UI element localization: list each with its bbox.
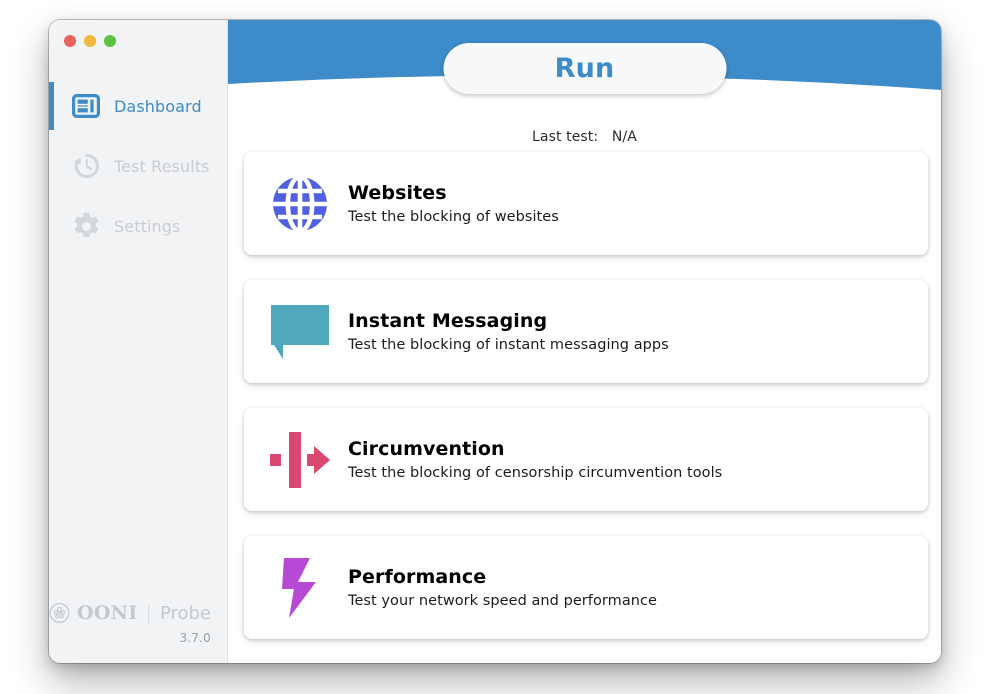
window-controls	[64, 35, 116, 47]
sidebar-nav: Dashboard Test Results	[49, 76, 228, 256]
test-card-instant-messaging[interactable]: Instant Messaging Test the blocking of i…	[244, 280, 928, 383]
sidebar-item-label: Test Results	[114, 156, 210, 176]
last-test-label: Last test:	[532, 129, 599, 145]
sidebar-item-dashboard[interactable]: Dashboard	[49, 76, 228, 136]
main-content: Run Last test: N/A	[228, 20, 941, 663]
card-description: Test the blocking of websites	[348, 209, 559, 225]
minimize-button[interactable]	[84, 35, 96, 47]
run-button-label: Run	[554, 53, 615, 84]
card-text-block: Circumvention Test the blocking of censo…	[336, 438, 722, 481]
circumvention-arrow-icon	[264, 431, 336, 489]
maximize-button[interactable]	[104, 35, 116, 47]
dashboard-icon	[71, 91, 101, 121]
version-label: 3.7.0	[179, 631, 211, 645]
card-text-block: Instant Messaging Test the blocking of i…	[336, 310, 669, 353]
test-card-circumvention[interactable]: Circumvention Test the blocking of censo…	[244, 408, 928, 511]
last-test-status: Last test: N/A	[228, 129, 941, 145]
history-clock-icon	[71, 151, 101, 181]
card-title: Performance	[348, 566, 487, 588]
test-card-performance[interactable]: Performance Test your network speed and …	[244, 536, 928, 639]
sidebar-item-settings[interactable]: Settings	[49, 196, 228, 256]
test-card-websites[interactable]: Websites Test the blocking of websites	[244, 152, 928, 255]
sidebar-item-label: Settings	[114, 216, 181, 236]
card-title: Circumvention	[348, 438, 505, 460]
last-test-value: N/A	[611, 129, 637, 145]
logo-product-text: Probe	[159, 602, 211, 624]
card-title: Websites	[348, 182, 447, 204]
test-cards-list: Websites Test the blocking of websites I…	[244, 152, 928, 663]
run-button[interactable]: Run	[443, 43, 726, 94]
card-description: Test your network speed and performance	[348, 593, 657, 609]
close-button[interactable]	[64, 35, 76, 47]
logo-brand-text: OONI	[76, 602, 138, 624]
card-title: Instant Messaging	[348, 310, 548, 332]
sidebar-item-test-results[interactable]: Test Results	[49, 136, 228, 196]
ooni-probe-logo: OONI | Probe	[49, 600, 211, 626]
logo-separator: |	[145, 602, 152, 624]
card-description: Test the blocking of instant messaging a…	[348, 337, 669, 353]
app-window: Dashboard Test Results	[49, 20, 941, 663]
sidebar-item-label: Dashboard	[114, 96, 202, 116]
ooni-logo-icon	[49, 603, 70, 623]
sidebar-footer: OONI | Probe 3.7.0	[49, 600, 228, 645]
card-description: Test the blocking of censorship circumve…	[348, 465, 723, 481]
sidebar: Dashboard Test Results	[49, 20, 228, 663]
lightning-bolt-icon	[264, 557, 336, 619]
speech-bubble-icon	[264, 303, 336, 361]
card-text-block: Websites Test the blocking of websites	[336, 182, 559, 225]
card-text-block: Performance Test your network speed and …	[336, 566, 657, 609]
globe-icon	[264, 174, 336, 233]
gear-icon	[71, 211, 101, 241]
